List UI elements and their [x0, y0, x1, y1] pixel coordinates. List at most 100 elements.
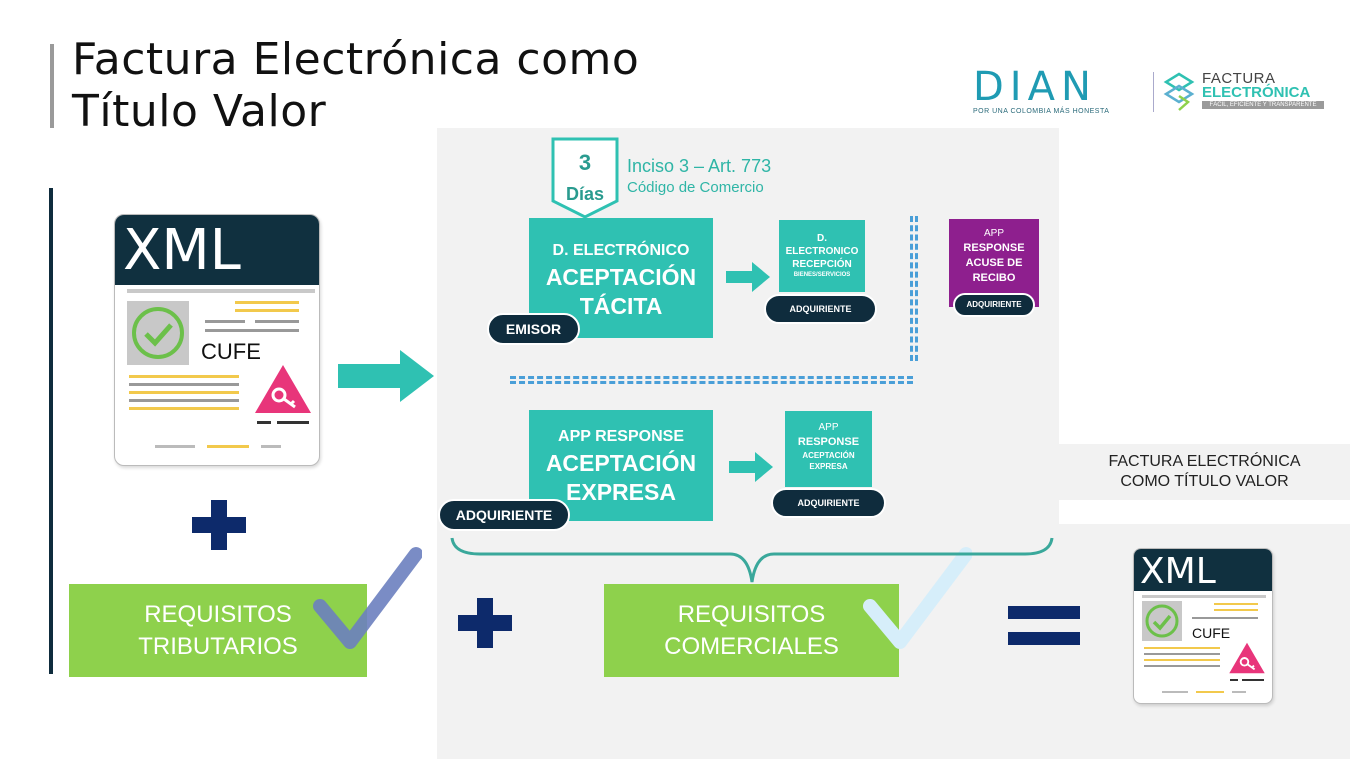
adquiriente-pill: ADQUIRIENTE — [764, 294, 877, 324]
acuse-line4: RECIBO — [972, 272, 1016, 284]
checkmark-icon — [313, 547, 422, 649]
xml-document-small: XML CUFE — [1133, 548, 1273, 704]
doc-line — [255, 320, 299, 323]
doc-line — [129, 407, 239, 410]
expresa-big-label1: ACEPTACIÓN — [545, 450, 697, 476]
doc-line — [155, 445, 195, 448]
plus-icon — [192, 500, 246, 550]
doc-line — [1144, 653, 1220, 655]
dashed-divider-horizontal — [510, 376, 913, 379]
arrow-right-icon — [338, 350, 434, 402]
recepcion-line1: D. — [817, 233, 827, 244]
acuse-line3: ACUSE DE — [965, 257, 1023, 269]
tacita-small-label: D. ELECTRÓNICO — [552, 242, 690, 259]
arrow-right-icon — [729, 452, 773, 482]
cufe-label: CUFE — [1192, 625, 1231, 641]
xml-doc-header: XML — [115, 215, 319, 285]
app-aceptacion-line4: EXPRESA — [809, 462, 848, 471]
recepcion-line4: BIENES/SERVICIOS — [793, 272, 851, 278]
acuse-line2: RESPONSE — [963, 242, 1025, 254]
app-aceptacion-line2: RESPONSE — [797, 436, 860, 448]
slide-title: Factura Electrónica como Título Valor — [72, 34, 640, 137]
tacita-big-label1: ACEPTACIÓN — [545, 264, 697, 290]
key-warning-icon — [1229, 642, 1265, 674]
dashed-divider-vertical — [915, 216, 918, 361]
inciso-title: Inciso 3 – Art. 773 — [627, 156, 772, 176]
doc-line — [129, 391, 239, 394]
acuse-line1: APP — [983, 228, 1004, 239]
doc-line — [205, 320, 245, 323]
doc-line — [235, 309, 299, 312]
checkmark-icon — [863, 547, 972, 649]
doc-line — [207, 445, 249, 448]
arrow-right-icon — [726, 262, 770, 292]
doc-line — [261, 445, 281, 448]
dian-logo-text: DIAN — [973, 64, 1097, 110]
doc-line — [277, 421, 309, 424]
doc-line — [235, 301, 299, 304]
doc-line — [1144, 647, 1220, 649]
app-aceptacion-box: APP RESPONSE ACEPTACIÓN EXPRESA — [785, 411, 872, 487]
result-label-box: FACTURA ELECTRÓNICA COMO TÍTULO VALOR — [1059, 444, 1350, 512]
app-aceptacion-line1: APP — [818, 422, 839, 433]
doc-line — [257, 421, 271, 424]
doc-line — [1214, 609, 1258, 611]
requisitos-comerciales-box: REQUISITOS COMERCIALES — [604, 584, 899, 677]
aceptacion-expresa-box: APP RESPONSE ACEPTACIÓN EXPRESA — [529, 410, 713, 521]
days-number: 3 — [578, 150, 592, 175]
doc-line — [1214, 603, 1258, 605]
recepcion-line3: RECEPCIÓN — [792, 259, 852, 270]
check-icon — [127, 301, 189, 365]
equals-icon — [1008, 606, 1080, 648]
recepcion-line2: ELECTRONICO — [785, 246, 859, 257]
tacita-big-label2: TÁCITA — [579, 293, 663, 319]
doc-line — [1196, 691, 1224, 693]
cufe-label: CUFE — [201, 339, 261, 364]
fe-logo-line1: FACTURA — [1202, 70, 1276, 87]
factura-electronica-logo: FACTURA ELECTRÓNICA FÁCIL, EFICIENTE Y T… — [1162, 70, 1327, 114]
doc-line — [1192, 617, 1258, 619]
expresa-small-label: APP RESPONSE — [558, 428, 684, 445]
doc-line — [1242, 679, 1264, 681]
key-warning-icon — [255, 365, 311, 413]
expresa-big-label2: EXPRESA — [566, 479, 676, 505]
doc-line — [1230, 679, 1238, 681]
doc-line — [127, 289, 315, 293]
doc-line — [1232, 691, 1246, 693]
doc-line — [129, 399, 239, 402]
doc-line — [1142, 595, 1266, 598]
dashed-divider-horizontal — [510, 381, 913, 384]
recepcion-box: D. ELECTRONICO RECEPCIÓN BIENES/SERVICIO… — [779, 220, 865, 292]
logo-divider — [1153, 72, 1154, 112]
check-icon — [1142, 601, 1182, 641]
adquiriente-pill: ADQUIRIENTE — [953, 293, 1035, 317]
plus-icon — [458, 598, 512, 648]
xml-document-large: XML CUFE — [114, 214, 320, 466]
days-label: Días — [565, 184, 605, 204]
doc-line — [1144, 665, 1220, 667]
title-accent-bar — [50, 44, 54, 128]
fe-logo-icon — [1163, 72, 1195, 111]
fe-logo-tagline: FÁCIL, EFICIENTE Y TRANSPARENTE — [1202, 101, 1324, 109]
emisor-pill: EMISOR — [487, 313, 580, 345]
doc-line — [129, 383, 239, 386]
brace-connector — [450, 537, 1054, 583]
fe-logo-line2: ELECTRÓNICA — [1202, 84, 1311, 101]
days-tag-shape — [551, 137, 619, 219]
xml-doc-header: XML — [1134, 549, 1272, 592]
doc-line — [1162, 691, 1188, 693]
acuse-recibo-box: APP RESPONSE ACUSE DE RECIBO — [949, 219, 1039, 307]
left-accent-bar — [49, 188, 53, 674]
adquiriente-pill: ADQUIRIENTE — [771, 488, 886, 518]
requisitos-tributarios-box: REQUISITOS TRIBUTARIOS — [69, 584, 367, 677]
doc-line — [1144, 659, 1220, 661]
dashed-divider-vertical — [910, 216, 913, 361]
doc-line — [205, 329, 299, 332]
dian-tagline: POR UNA COLOMBIA MÁS HONESTA — [973, 108, 1110, 115]
result-label: FACTURA ELECTRÓNICA COMO TÍTULO VALOR — [1108, 453, 1301, 490]
dian-logo: DIAN POR UNA COLOMBIA MÁS HONESTA — [973, 64, 1143, 118]
app-aceptacion-line3: ACEPTACIÓN — [802, 451, 855, 460]
inciso-subtitle: Código de Comercio — [627, 179, 764, 196]
adquiriente-pill: ADQUIRIENTE — [438, 499, 570, 531]
doc-line — [129, 375, 239, 378]
